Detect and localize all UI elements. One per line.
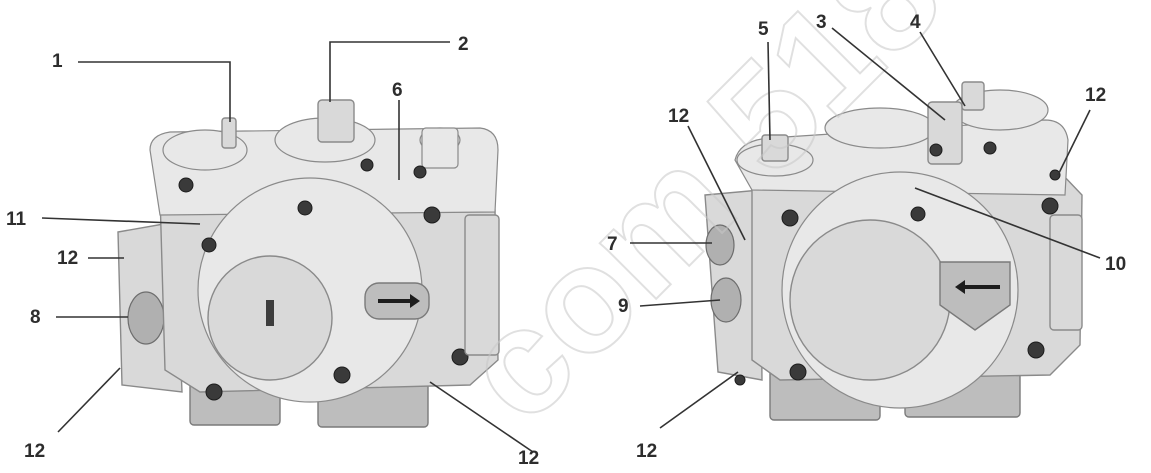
callout-6: 6 bbox=[392, 80, 403, 101]
callout-7: 7 bbox=[607, 234, 618, 255]
callout-8: 8 bbox=[30, 307, 41, 328]
callout-3: 3 bbox=[816, 12, 827, 33]
callout-labels: 1 2 6 11 12 8 12 12 5 3 4 12 12 7 10 9 1… bbox=[6, 12, 1126, 469]
leader-lines bbox=[41, 27, 1101, 453]
callout-12-right-c: 12 bbox=[636, 441, 657, 462]
callout-12-left-a: 12 bbox=[57, 248, 78, 269]
callout-12-right-b: 12 bbox=[668, 106, 689, 127]
arrow-left-icon bbox=[955, 280, 1000, 294]
arrow-right-icon bbox=[378, 294, 420, 308]
callout-1: 1 bbox=[52, 51, 63, 72]
callout-10: 10 bbox=[1105, 254, 1126, 275]
callout-12-right-a: 12 bbox=[1085, 85, 1106, 106]
right-gas-valve bbox=[704, 81, 1083, 421]
callout-11: 11 bbox=[6, 209, 27, 230]
callout-12-left-b: 12 bbox=[24, 441, 45, 462]
left-gas-valve bbox=[117, 99, 500, 428]
callout-4: 4 bbox=[910, 12, 921, 33]
callout-9: 9 bbox=[618, 296, 629, 317]
callout-5: 5 bbox=[758, 19, 769, 40]
callout-12-left-c: 12 bbox=[518, 448, 539, 469]
callout-2: 2 bbox=[458, 34, 469, 55]
